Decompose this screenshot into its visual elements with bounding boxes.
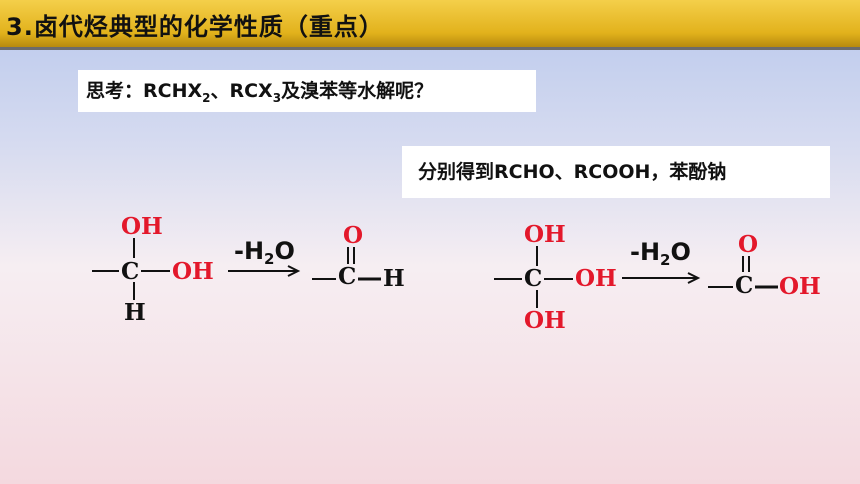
p1-right-h: H <box>383 265 405 292</box>
r1-center-c: C <box>121 258 139 285</box>
r1-condition: -H2O <box>234 237 295 268</box>
reaction1-reactant: OH C OH H <box>92 213 214 326</box>
question-sub2: 3 <box>272 90 282 105</box>
r1-top-oh: OH <box>121 213 163 240</box>
r2-center-c: C <box>524 265 542 292</box>
question-prefix: 思考：RCHX <box>86 80 203 102</box>
slide-title: 3.卤代烃典型的化学性质（重点） <box>6 13 384 41</box>
r1-arrow-head <box>287 265 301 277</box>
reaction1-arrow: -H2O <box>228 237 301 277</box>
question-suffix: 及溴苯等水解呢？ <box>281 80 434 102</box>
reaction2-product: O C OH <box>708 231 821 300</box>
r1-right-oh: OH <box>172 258 214 285</box>
reaction2-reactant: OH C OH OH <box>494 221 617 334</box>
r2-top-oh: OH <box>524 221 566 248</box>
p1-center-c: C <box>338 263 356 290</box>
r2-arrow-head <box>687 272 701 284</box>
p2-top-o: O <box>738 231 758 258</box>
p2-right-oh: OH <box>779 273 821 300</box>
question-box: 思考：RCHX2、RCX3及溴苯等水解呢？ <box>78 70 536 112</box>
question-mid: 、RCX <box>210 80 273 102</box>
answer-text: 分别得到RCHO、RCOOH，苯酚钠 <box>418 161 727 183</box>
reaction2-arrow: -H2O <box>622 238 701 284</box>
reaction1-product: O C H <box>312 222 405 292</box>
r2-condition: -H2O <box>630 238 691 269</box>
question-sub1: 2 <box>202 90 211 105</box>
r2-bottom-oh: OH <box>524 307 566 334</box>
answer-box: 分别得到RCHO、RCOOH，苯酚钠 <box>402 146 830 198</box>
r2-right-oh: OH <box>575 265 617 292</box>
title-banner: 3.卤代烃典型的化学性质（重点） <box>0 0 860 50</box>
p1-top-o: O <box>343 222 363 249</box>
r1-bottom-h: H <box>124 299 146 326</box>
p2-center-c: C <box>735 272 753 299</box>
